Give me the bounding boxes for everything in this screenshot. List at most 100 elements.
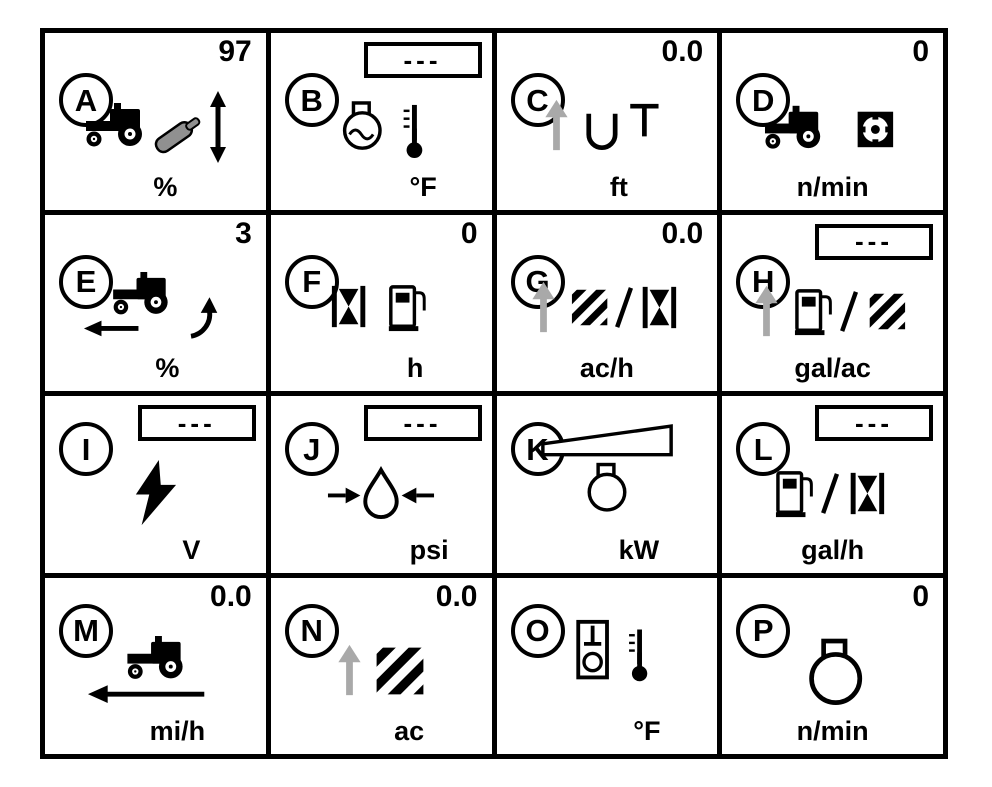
dashboard-cell-i[interactable]: I --- V	[45, 396, 266, 573]
cell-letter: I	[81, 431, 91, 467]
cell-value: 3	[235, 216, 252, 250]
dashboard-cell-o[interactable]: O °F	[496, 577, 718, 754]
cell-value: 0.0	[210, 579, 252, 613]
dashboard-cell-g[interactable]: G 0.0 ac/h	[496, 214, 718, 391]
cell-letter: D	[752, 82, 775, 118]
cell-value: ---	[815, 223, 933, 260]
dashboard-cell-c[interactable]: C 0.0 ft	[496, 33, 718, 210]
cell-icon-area	[53, 624, 258, 719]
gray-up-arrow-icon	[755, 285, 778, 336]
dashboard-cell-j[interactable]: J --- psi	[270, 396, 492, 573]
cell-value: ---	[363, 42, 482, 78]
dashboard-cell-m[interactable]: M 0.0 mi/h	[45, 577, 266, 754]
cell-letter: E	[75, 264, 97, 299]
cell-unit: %	[155, 353, 180, 383]
dashboard-cell-d[interactable]: D 0 n/min	[722, 33, 943, 210]
cell-icon-area	[730, 79, 935, 174]
cell-value: 0	[912, 579, 929, 613]
gray-up-arrow-icon	[532, 281, 555, 332]
dashboard-grid: A 97 % B --- °F C 0.0 ft D	[40, 28, 948, 759]
cell-letter-badge: E	[59, 254, 113, 309]
engine-coolant-temperature-icon	[322, 95, 440, 166]
cell-icon-area	[505, 261, 710, 356]
cell-unit: gal/ac	[794, 353, 871, 383]
cell-icon-area	[53, 261, 258, 356]
cell-icon-area	[730, 624, 935, 719]
cell-letter-badge: B	[284, 73, 339, 127]
cell-letter: B	[300, 82, 323, 118]
hitch-position-icon	[80, 89, 230, 164]
cell-value: ---	[363, 405, 482, 441]
cell-unit: °F	[409, 171, 437, 202]
dashboard-cell-p[interactable]: P 0 n/min	[722, 577, 943, 754]
dashboard-cell-k[interactable]: K kW	[496, 396, 718, 573]
fuel-per-area-icon	[791, 282, 913, 341]
engine-power-icon	[533, 421, 681, 515]
cell-letter-badge: G	[510, 254, 565, 309]
cell-letter-badge: P	[736, 603, 791, 658]
cell-icon-area	[279, 261, 484, 356]
cell-unit: psi	[409, 534, 449, 565]
dashboard-cell-l[interactable]: L --- gal/h	[722, 396, 943, 573]
implement-working-depth-icon	[581, 93, 671, 159]
cell-icon-area	[505, 588, 710, 719]
engine-oil-pressure-icon	[326, 466, 436, 521]
dashboard-cell-e[interactable]: E 3 %	[45, 214, 266, 391]
cell-unit: ft	[609, 171, 628, 202]
cell-unit: h	[406, 353, 424, 383]
cell-unit: ac/h	[579, 353, 634, 383]
cell-letter: N	[300, 613, 323, 648]
dashboard-cell-h[interactable]: H --- gal/ac	[722, 214, 943, 391]
cell-letter-badge: D	[736, 73, 791, 127]
cell-unit: kW	[618, 534, 660, 565]
dashboard-cell-b[interactable]: B --- °F	[270, 33, 492, 210]
cell-unit: %	[153, 171, 178, 202]
wheel-slip-icon	[82, 270, 228, 346]
cell-letter-badge: J	[284, 422, 339, 476]
cell-icon-area	[53, 450, 258, 537]
cell-letter: C	[526, 82, 549, 118]
gray-up-arrow-icon	[338, 644, 361, 695]
fuel-rate-icon	[772, 464, 894, 523]
cell-icon-area	[730, 269, 935, 356]
cell-unit: ac	[394, 716, 425, 746]
cell-letter: F	[302, 264, 322, 299]
dashboard-cell-f[interactable]: F 0 h	[270, 214, 492, 391]
dashboard-cell-n[interactable]: N 0.0 ac	[270, 577, 492, 754]
cell-value: 0.0	[435, 579, 478, 613]
cell-icon-area	[279, 450, 484, 537]
cell-value: ---	[815, 405, 933, 441]
cell-icon-area	[730, 450, 935, 537]
cell-unit: mi/h	[149, 716, 206, 746]
cell-icon-area	[279, 87, 484, 174]
cell-letter: M	[73, 613, 99, 648]
cell-letter-badge: N	[284, 603, 339, 658]
cell-icon-area	[279, 624, 484, 719]
cell-letter: J	[303, 431, 321, 467]
cell-letter: A	[74, 82, 98, 118]
cell-unit: n/min	[796, 171, 869, 202]
cell-unit: V	[182, 534, 201, 565]
cell-value: 0	[460, 216, 478, 250]
ground-speed-icon	[86, 634, 224, 708]
cell-unit: n/min	[796, 716, 869, 746]
cell-letter: H	[752, 264, 775, 299]
cell-letter-badge: F	[284, 254, 339, 309]
cell-value: 97	[218, 35, 252, 68]
cell-value: 0.0	[661, 35, 704, 68]
cell-letter: L	[753, 431, 773, 467]
cell-letter: K	[526, 431, 549, 467]
cell-letter-badge: O	[510, 603, 565, 658]
pto-speed-icon	[759, 92, 907, 161]
cell-value: 0.0	[661, 216, 704, 250]
fuel-remaining-time-icon	[326, 278, 436, 337]
cell-icon-area	[53, 79, 258, 174]
engine-speed-icon	[802, 633, 864, 708]
battery-voltage-icon	[130, 460, 180, 527]
cell-letter-badge: M	[59, 603, 113, 658]
cell-letter: P	[752, 613, 774, 648]
area-per-hour-icon	[568, 278, 684, 337]
cell-letter-badge: L	[736, 422, 791, 476]
dashboard-cell-a[interactable]: A 97 %	[45, 33, 266, 210]
